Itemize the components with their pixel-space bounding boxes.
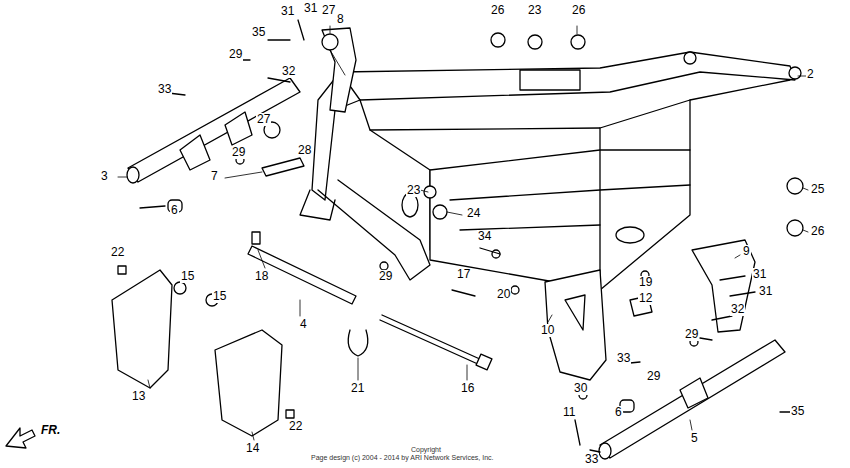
- callout-number: 22: [110, 246, 125, 259]
- callout-number: 5: [690, 432, 699, 445]
- callout-number: 26: [571, 4, 586, 17]
- callout-number: 15: [212, 290, 227, 303]
- side-cover: [215, 330, 282, 436]
- fastener: [118, 20, 795, 452]
- callout-number: 27: [321, 4, 336, 17]
- callout-number: 9: [742, 245, 751, 258]
- callout-number: 23: [527, 4, 542, 17]
- mount-plate: [322, 28, 356, 112]
- callout-number: 35: [251, 26, 266, 39]
- callout-number: 25: [810, 183, 825, 196]
- callout-number: 31: [758, 285, 773, 298]
- callout-number: 16: [460, 382, 475, 395]
- copyright-note: Copyright: [410, 446, 442, 454]
- clip: [348, 330, 368, 356]
- callout-number: 30: [573, 382, 588, 395]
- callout-number: 15: [180, 270, 195, 283]
- callout-number: 28: [297, 144, 312, 157]
- front-arrow: [6, 428, 35, 448]
- callout-number: 14: [245, 442, 260, 455]
- callout-number: 3: [100, 170, 109, 183]
- callout-number: 33: [616, 352, 631, 365]
- callout-number: 23: [406, 184, 421, 197]
- side-cover: [112, 270, 172, 388]
- callout-number: 20: [496, 288, 511, 301]
- callout-number: 33: [584, 453, 599, 466]
- rod: [248, 246, 356, 304]
- callout-number: 29: [228, 48, 243, 61]
- callout-number: 10: [540, 324, 555, 337]
- copyright-note: Page design (c) 2004 - 2014 by ARI Netwo…: [310, 454, 494, 462]
- callout-number: 29: [231, 146, 246, 159]
- callout-number: 29: [684, 328, 699, 341]
- engine-hanger-bar: [599, 340, 785, 459]
- callout-number: 8: [336, 13, 345, 26]
- callout-number: 31: [303, 2, 318, 15]
- leader-line: [118, 26, 808, 440]
- guard: [262, 158, 304, 176]
- callout-number: 32: [730, 303, 745, 316]
- callout-number: 26: [490, 4, 505, 17]
- callout-number: 4: [299, 318, 308, 331]
- callout-number: 11: [562, 406, 576, 419]
- callout-number: 13: [131, 390, 146, 403]
- callout-number: 33: [157, 83, 172, 96]
- callout-number: 7: [210, 170, 219, 183]
- callout-number: 26: [810, 225, 825, 238]
- callout-number: 34: [477, 230, 492, 243]
- callout-number: 31: [752, 268, 767, 281]
- direction-label: FR.: [40, 424, 61, 437]
- callout-number: 21: [350, 382, 365, 395]
- callout-number: 6: [614, 406, 623, 419]
- callout-number: 17: [456, 268, 471, 281]
- callout-number: 22: [288, 420, 303, 433]
- cable-clamp: [174, 33, 803, 306]
- callout-number: 29: [646, 370, 661, 383]
- callout-number: 32: [281, 65, 296, 78]
- callout-number: 18: [254, 270, 269, 283]
- callout-number: 6: [170, 204, 179, 217]
- long-bolt: [380, 315, 482, 365]
- callout-number: 2: [806, 68, 815, 81]
- callout-number: 31: [280, 5, 295, 18]
- callout-number: 35: [790, 405, 805, 418]
- callout-number: 12: [638, 292, 653, 305]
- callout-number: 19: [638, 276, 653, 289]
- callout-number: 29: [378, 270, 393, 283]
- callout-number: 24: [466, 207, 481, 220]
- callout-number: 27: [256, 113, 271, 126]
- engine-hanger-bar: [127, 78, 300, 212]
